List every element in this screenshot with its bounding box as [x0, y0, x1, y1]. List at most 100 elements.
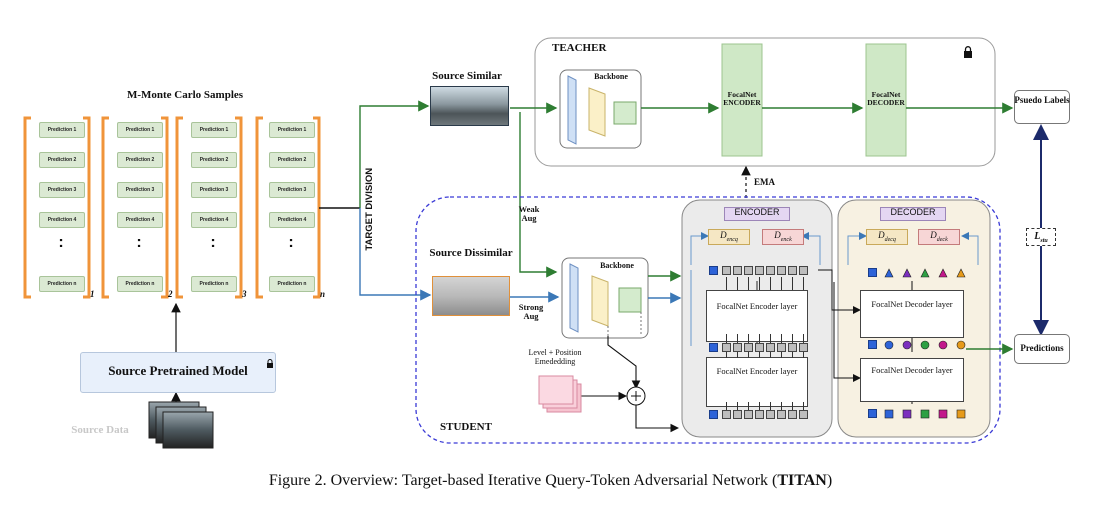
prediction-box: Prediction 3: [269, 182, 315, 198]
decoder-layer-1-label: FocalNet Decoder layer: [871, 299, 953, 309]
encoder-tick: [792, 334, 793, 343]
encoder-tick: [792, 352, 793, 358]
prediction-box: Prediction 2: [117, 152, 163, 168]
encoder-tick: [792, 402, 793, 410]
loss-symbol: L: [1034, 231, 1041, 242]
d-decq-symbol: D: [878, 230, 885, 240]
loss-subscript: stu: [1040, 238, 1048, 244]
bracket-group-3-left: [175, 116, 183, 299]
d-encq-subscript: encq: [726, 236, 738, 243]
bracket-group-3-right: [235, 116, 243, 299]
prediction-box: Prediction 4: [269, 212, 315, 228]
teacher-backbone-label: Backbone: [594, 72, 628, 81]
encoder-key-token: [788, 410, 797, 419]
plus-node: [626, 386, 646, 406]
encoder-title: ENCODER: [734, 207, 780, 217]
division-to-dissimilar-arrow: [359, 208, 432, 301]
encoder-tick: [737, 277, 738, 290]
prediction-box: Prediction 1: [191, 122, 237, 138]
pseudo-labels-label: Psuedo Labels: [1014, 95, 1070, 105]
d-deck-symbol: D: [930, 230, 937, 240]
encoder-tick: [781, 334, 782, 343]
source-model-box: [80, 352, 276, 393]
prediction-box: Prediction 2: [39, 152, 85, 168]
encoder-layer-1-label: FocalNet Encoder layer: [716, 301, 798, 311]
prediction-box: Prediction 3: [191, 182, 237, 198]
encoder-tick: [726, 402, 727, 410]
encoder-key-token: [788, 343, 797, 352]
encoder-tick: [781, 352, 782, 358]
encoder-tick: [781, 277, 782, 290]
group-subscript: 3: [242, 289, 247, 299]
encoder-tick: [726, 352, 727, 358]
encoder-key-token: [733, 410, 742, 419]
predictions-box: [1014, 334, 1070, 364]
decoder-layer-1: [860, 290, 964, 338]
division-label: TARGET DIVISION: [363, 167, 375, 251]
bracket-group-2-right: [161, 116, 169, 299]
encoder-query-token: [709, 410, 718, 419]
group-subscript: 2: [168, 289, 173, 299]
d-decq-box: [866, 229, 908, 245]
d-enck-label: Denck: [762, 230, 804, 243]
source-data-label: Source Data: [71, 424, 129, 436]
prediction-ellipsis: :: [58, 234, 64, 251]
encoder-key-token: [788, 266, 797, 275]
encoder-key-token: [799, 266, 808, 275]
encoder-tick: [726, 277, 727, 290]
decoder-square-token: [938, 409, 948, 419]
strong-aug-label: Strong Aug: [518, 302, 544, 322]
encoder-tick: [792, 277, 793, 290]
encoder-layer-2: [706, 357, 808, 407]
encoder-tick: [770, 277, 771, 290]
decoder-circle-token: [884, 340, 894, 350]
decoder-title-box: [880, 207, 946, 221]
encoder-query-token: [709, 343, 718, 352]
source-model-lock-icon: [266, 355, 274, 368]
decoder-circle-token: [938, 340, 948, 350]
prediction-ellipsis: :: [136, 234, 142, 251]
student-box: [415, 196, 1001, 444]
encoder-tick: [759, 402, 760, 410]
encoder-tick: [770, 334, 771, 343]
encoder-key-token: [777, 410, 786, 419]
bracket-group-1-left: [23, 116, 31, 299]
teacher-lock-icon: [963, 45, 973, 58]
d-deck-label: Ddeck: [918, 230, 960, 243]
decoder-square-token: [902, 409, 912, 419]
decoder-triangle-token: [956, 268, 966, 278]
encoder-key-token: [733, 343, 742, 352]
source-similar-image: [430, 86, 509, 126]
encoder-key-token: [755, 266, 764, 275]
encoder-tick: [748, 352, 749, 358]
encoder-tick: [759, 277, 760, 290]
student-title: STUDENT: [440, 421, 492, 433]
encoder-tick: [803, 277, 804, 290]
encoder-key-token: [755, 343, 764, 352]
encoder-tick: [726, 334, 727, 343]
d-encq-symbol: D: [720, 230, 727, 240]
teacher-backbone-shapes: [567, 75, 637, 145]
group-subscript: 1: [90, 289, 95, 299]
decoder-title: DECODER: [890, 207, 936, 217]
encoder-key-token: [777, 343, 786, 352]
encoder-title-box: [724, 207, 790, 221]
decoder-triangle-token: [938, 268, 948, 278]
bracket-group-n-left: [255, 116, 263, 299]
prediction-box: Prediction n: [117, 276, 163, 292]
teacher-encoder-label: FocalNet ENCODER: [723, 90, 761, 108]
encoder-key-token: [744, 343, 753, 352]
bracket-group-2-left: [101, 116, 109, 299]
decoder-triangle-token: [884, 268, 894, 278]
encoder-key-token: [799, 343, 808, 352]
student-flow-arrows: [509, 270, 682, 433]
encoder-key-token: [744, 266, 753, 275]
source-dissimilar-image: [432, 276, 510, 316]
prediction-box: Prediction n: [269, 276, 315, 292]
loss-label: Lstu: [1026, 231, 1056, 245]
encoder-key-token: [722, 410, 731, 419]
prediction-box: Prediction 1: [39, 122, 85, 138]
caption-prefix: Figure 2. Overview: Target-based Iterati…: [268, 472, 778, 489]
student-backbone-label: Backbone: [600, 261, 634, 270]
encoder-key-token: [722, 343, 731, 352]
